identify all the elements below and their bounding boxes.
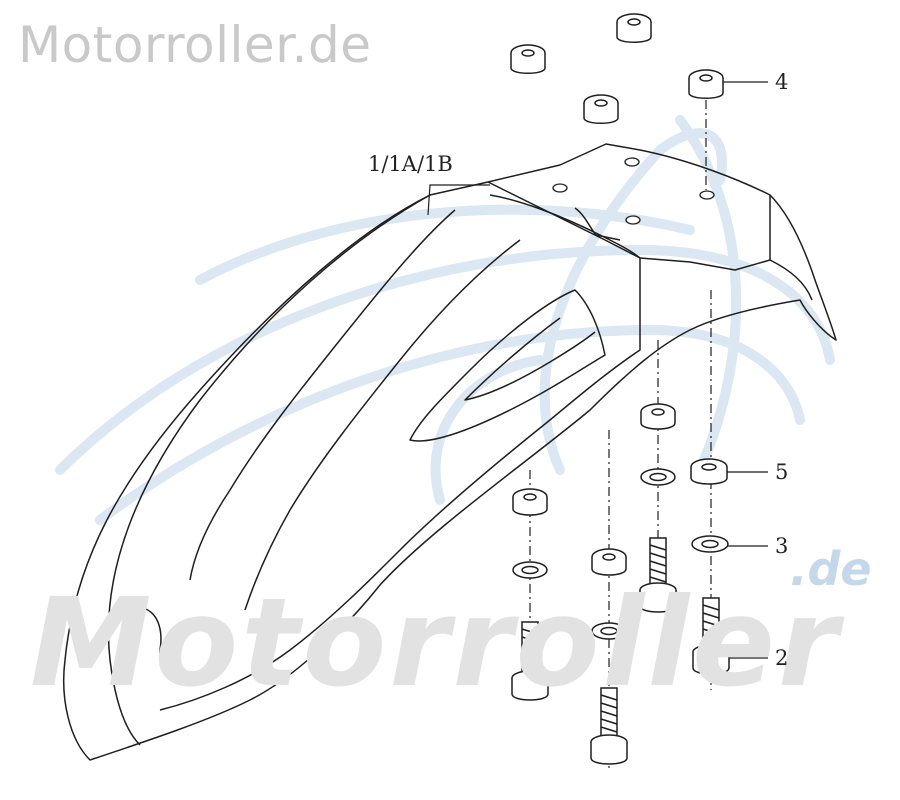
bolt-mid-right [639,537,677,613]
fender-tip-curl [124,606,181,670]
callout-leaders [427,81,768,659]
bolt-left [511,621,549,701]
grommet-left [512,488,548,516]
callout-part-4: 4 [775,70,789,94]
front-fender [62,143,837,761]
watermark-domain-suffix: .de [790,542,872,596]
fender-ridge-2 [244,239,521,611]
fender-plate-notch [574,207,621,241]
fender-mount-holes [552,157,715,225]
grommet-part-5 [690,458,728,485]
fender-rear-flap [769,259,813,301]
washer-mid [591,622,627,640]
fastener-stacks [511,403,730,765]
grommet-top-3 [583,94,619,124]
bolt-part-2 [692,597,730,675]
washer-part-3 [691,535,729,553]
leader-fender [427,184,490,216]
fender-inner-panel [159,194,641,711]
grommet-mid-right [640,403,676,430]
callout-part-3: 3 [775,534,789,558]
callout-part-2: 2 [775,646,789,670]
bolt-mid [590,687,628,765]
grommet-top-4 [688,69,724,99]
washer-left [512,561,548,579]
grommet-top-2 [616,13,652,43]
grommet-mid [591,548,627,576]
fender-outer-outline [62,143,837,761]
top-grommets [510,13,724,124]
washer-mid-right [640,468,676,486]
fender-vent [409,289,606,442]
watermark-swoosh-logo [55,115,835,525]
fender-left-edge [107,194,431,746]
fender-vent-inner [464,317,596,401]
fender-ridge-1 [189,209,456,581]
grommet-top-1 [510,44,546,74]
watermark-top-text: Motorroller.de [18,16,372,74]
watermark-bottom-text: Motorroller [30,572,842,714]
callout-fender: 1/1A/1B [368,152,453,176]
callout-part-5: 5 [775,460,789,484]
